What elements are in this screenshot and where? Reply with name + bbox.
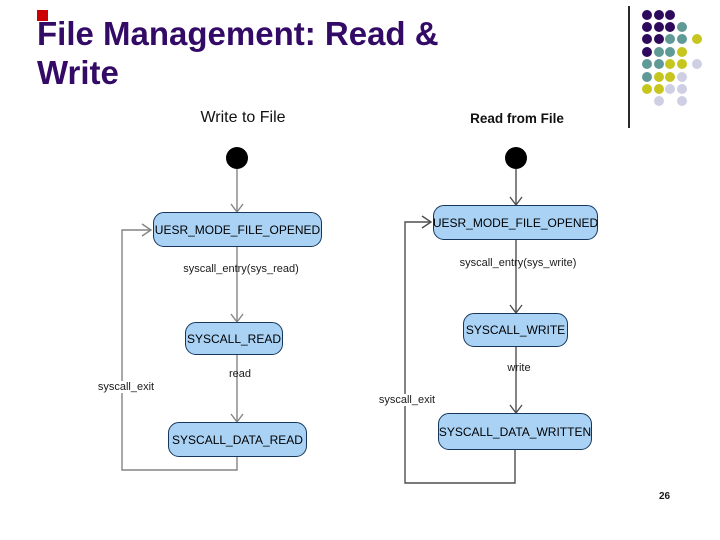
arrowhead-icon [230, 313, 244, 324]
edge-label-write: write [507, 362, 531, 374]
decoration-dot [653, 83, 664, 94]
arrowhead-icon [230, 413, 244, 424]
state-syscall-data-read: SYSCALL_DATA_READ [168, 422, 307, 457]
decoration-dot [653, 59, 664, 70]
decoration-dot [665, 59, 676, 70]
decoration-dot [665, 9, 676, 20]
page-title: File Management: Read & Write [37, 14, 637, 92]
decoration-dot [665, 21, 676, 32]
arrowhead-icon [141, 223, 153, 237]
decoration-dot [642, 46, 652, 57]
arrowhead-icon [230, 203, 244, 214]
decoration-dot [691, 59, 702, 70]
decoration-dot [677, 46, 688, 57]
arrowhead-icon [509, 304, 523, 315]
decoration-dot [653, 21, 664, 32]
decoration-dot [642, 83, 652, 94]
decoration-dot [677, 21, 688, 32]
edge-label-syscall-exit-left: syscall_exit [94, 381, 158, 393]
title-line-1: File Management: Read & [37, 15, 439, 52]
page-number: 26 [659, 491, 671, 502]
decoration-dot [642, 59, 652, 70]
initial-state-icon-right [505, 147, 527, 169]
state-syscall-data-written: SYSCALL_DATA_WRITTEN [438, 413, 592, 450]
arrowhead-icon [421, 215, 433, 229]
edge-label-syscall-entry-read: syscall_entry(sys_read) [183, 263, 299, 275]
state-syscall-write: SYSCALL_WRITE [463, 313, 568, 347]
decoration-dot [677, 34, 688, 45]
decoration-dot [642, 71, 652, 82]
red-square-decoration [37, 10, 48, 21]
edge-label-syscall-exit-right: syscall_exit [375, 394, 439, 406]
decoration-dot [665, 34, 676, 45]
decoration-dot [653, 96, 664, 107]
decoration-dot [653, 71, 664, 82]
decoration-dot [665, 46, 676, 57]
decoration-dot [653, 46, 664, 57]
state-uesr-mode-file-opened-right: UESR_MODE_FILE_OPENED [433, 205, 598, 240]
title-line-2: Write [37, 54, 119, 91]
state-uesr-mode-file-opened-left: UESR_MODE_FILE_OPENED [153, 212, 322, 247]
decoration-dot [665, 83, 676, 94]
decoration-dot [665, 71, 676, 82]
decoration-dot [677, 96, 688, 107]
decoration-dot [642, 21, 652, 32]
edge-label-syscall-entry-write: syscall_entry(sys_write) [459, 257, 577, 269]
edge-label-read: read [228, 368, 252, 380]
decoration-dot [677, 59, 688, 70]
arrowhead-icon [509, 404, 523, 415]
state-syscall-read: SYSCALL_READ [185, 322, 283, 355]
decoration-dot [677, 71, 688, 82]
right-column-header: Read from File [470, 111, 564, 126]
arrowhead-icon [509, 196, 523, 207]
vertical-divider-line [628, 6, 630, 128]
left-column-header: Write to File [200, 109, 286, 126]
decoration-dot [653, 9, 664, 20]
initial-state-icon-left [226, 147, 248, 169]
decoration-dot [677, 83, 688, 94]
decoration-dot [642, 34, 652, 45]
decoration-dot [691, 34, 702, 45]
decoration-dot [642, 9, 652, 20]
decoration-dot [653, 34, 664, 45]
